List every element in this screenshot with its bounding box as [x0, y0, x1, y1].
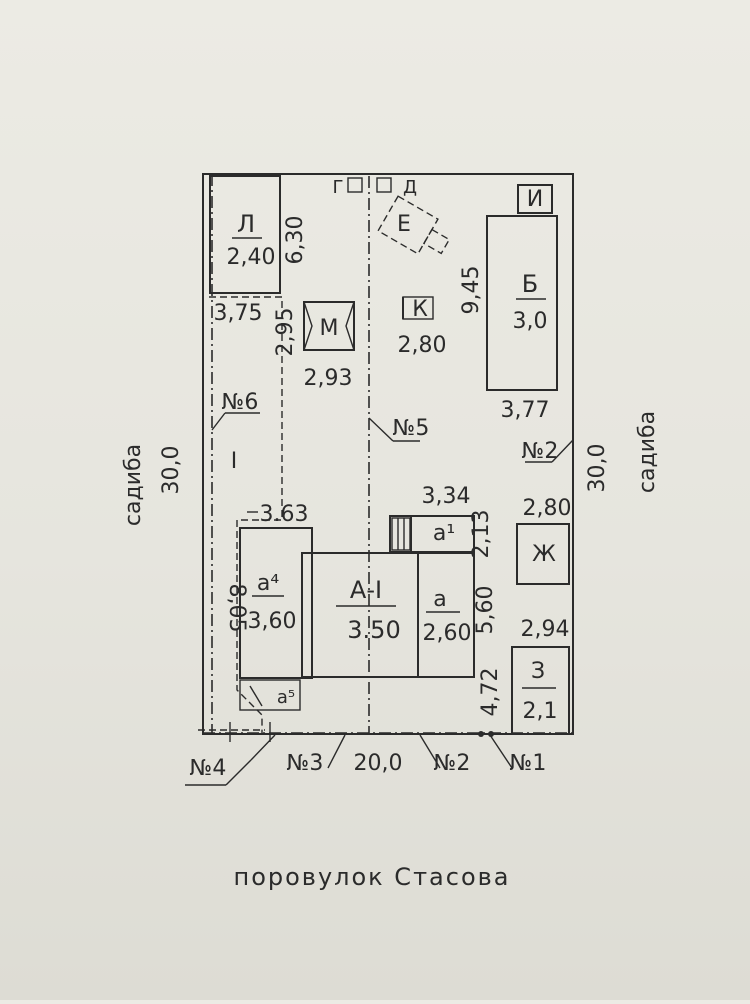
fence-2-leader — [419, 734, 441, 769]
building-a-dim: 5,60 — [473, 586, 498, 635]
fence-1-point — [478, 731, 484, 737]
fence-2-right-leader — [551, 439, 574, 463]
building-a4-value: 3,60 — [248, 609, 297, 634]
width-bottom-label: 20,0 — [354, 751, 403, 776]
street-name: поровулок Стасова — [234, 863, 511, 891]
building-zh-dim: 2,80 — [523, 496, 572, 521]
building-m-hatch-left — [303, 301, 313, 351]
building-a4-letter: а⁴ — [257, 571, 279, 596]
yard-dim: 3,75 — [214, 301, 263, 326]
building-a4-dim-w: 3.63 — [260, 502, 309, 527]
building-z — [511, 646, 570, 735]
building-a1-dim-w: 3,34 — [422, 484, 471, 509]
yard-dashed-outline — [209, 296, 283, 734]
building-e-letter: Е — [397, 212, 411, 237]
building-k-dim: 2,80 — [398, 333, 447, 358]
fence-2-label: №2 — [434, 751, 471, 776]
building-l — [209, 175, 281, 294]
building-z-letter: З — [531, 659, 545, 684]
small-square-d — [376, 177, 392, 193]
building-d-letter: Д — [403, 177, 417, 198]
fence-3-label: №3 — [287, 751, 324, 776]
building-a4 — [239, 527, 313, 679]
lot-boundary — [202, 173, 574, 735]
building-a1-porch — [391, 517, 411, 551]
left-length-label: 30,0 — [159, 446, 184, 495]
building-z-value: 2,1 — [523, 699, 558, 724]
fence-4-label: №4 — [190, 756, 227, 781]
building-a-i-letter: А-I — [350, 576, 382, 604]
building-l-letter: Л — [237, 210, 255, 238]
building-m — [303, 301, 355, 351]
building-b-value: 3,0 — [513, 309, 548, 334]
building-g-letter: Г — [333, 177, 344, 198]
building-b-letter: Б — [522, 270, 538, 298]
fence-1-leader — [489, 734, 513, 769]
building-z-dim-w: 2,94 — [521, 617, 570, 642]
building-a4-dim-h: 8,05 — [224, 584, 249, 633]
building-a-value: 2,60 — [423, 621, 472, 646]
building-b-dim: 9,45 — [459, 266, 484, 315]
left-neighbor-label: садиба — [121, 444, 146, 526]
building-m-dim-h: 2,95 — [273, 308, 298, 357]
building-m-hatch-right — [345, 301, 355, 351]
fence-6-label: №6 — [222, 390, 259, 415]
building-l-value: 2,40 — [227, 245, 276, 270]
building-a-i — [301, 552, 419, 678]
building-i — [517, 184, 553, 214]
fence-5-label: №5 — [393, 416, 430, 441]
building-a-letter: а — [433, 587, 446, 612]
building-a-i-value: 3.50 — [347, 616, 400, 644]
building-zh-letter: Ж — [532, 542, 556, 567]
building-zh — [516, 523, 570, 585]
fence-3-leader — [327, 734, 346, 769]
building-b — [486, 215, 558, 391]
building-a5 — [239, 679, 301, 711]
yard-label: I — [231, 449, 238, 474]
fence-6-leader — [211, 412, 226, 431]
right-length-label: 30,0 — [585, 444, 610, 493]
small-square-g — [347, 177, 363, 193]
building-a5-letter: а⁵ — [277, 687, 295, 708]
building-l-dim: 6,30 — [283, 216, 308, 265]
building-b-dim2: 3,77 — [501, 398, 550, 423]
building-i-letter: И — [527, 187, 543, 212]
building-a1-letter: а¹ — [433, 521, 455, 546]
fence-4-leader — [250, 734, 276, 761]
right-neighbor-label: садиба — [635, 411, 660, 493]
building-a — [417, 552, 475, 678]
building-k-letter: К — [412, 297, 428, 322]
fence-2-right-label: №2 — [522, 439, 559, 464]
building-a1-dim-h: 2,13 — [469, 510, 494, 559]
building-z-dim-h: 4,72 — [478, 668, 503, 717]
building-e — [377, 195, 451, 255]
building-m-letter: М — [320, 316, 339, 341]
fence-1-label: №1 — [510, 751, 547, 776]
fence-5-leader — [368, 417, 394, 442]
building-m-dim-w: 2,93 — [304, 366, 353, 391]
